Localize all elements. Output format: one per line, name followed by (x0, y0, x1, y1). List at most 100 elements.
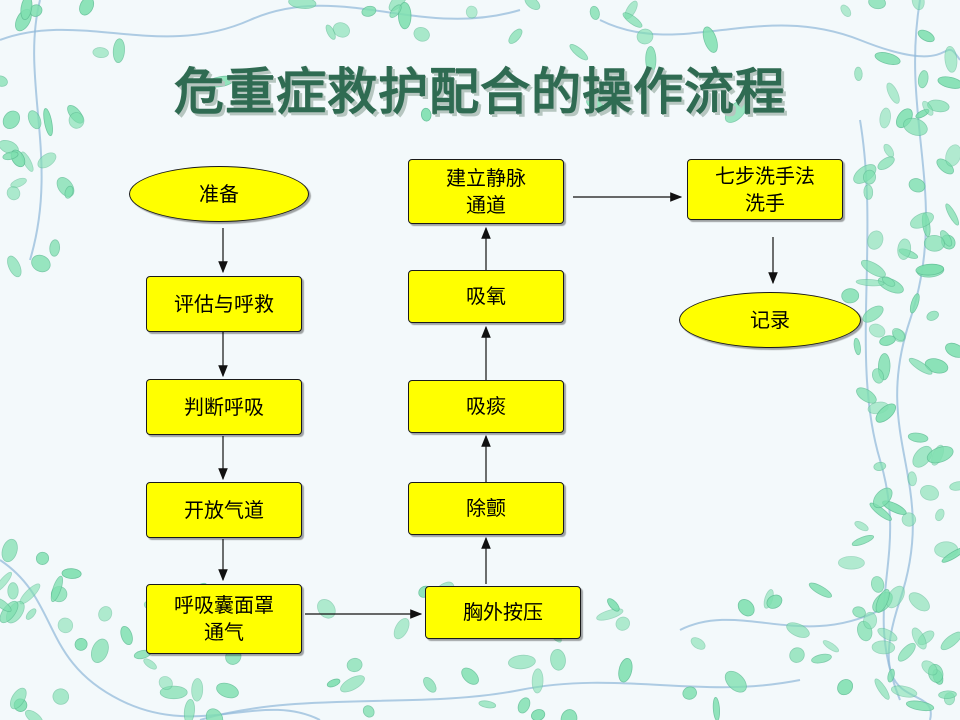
vine-stroke (859, 119, 901, 701)
vine-stroke (29, 0, 43, 261)
leaf-shape (855, 278, 885, 287)
leaf-shape (872, 487, 893, 509)
node-handwash-label-line2: 洗手 (745, 190, 785, 215)
leaf-shape (389, 4, 402, 18)
leaf-shape (64, 185, 74, 199)
leaf-shape (325, 24, 336, 40)
vine-stroke (0, 4, 521, 41)
node-judge-breathing: 判断呼吸 (146, 379, 302, 435)
leaf-shape (908, 178, 926, 193)
leaf-shape (853, 337, 861, 356)
node-iv-access-label-line1: 建立静脉 (446, 165, 526, 190)
leaf-shape (346, 657, 363, 673)
leaf-shape (852, 606, 866, 618)
vine-stroke (199, 679, 801, 720)
node-chest-compression-label: 胸外按压 (463, 600, 543, 624)
node-oxygen-label: 吸氧 (466, 284, 506, 308)
leaf-shape (615, 616, 630, 631)
leaf-shape (897, 642, 916, 662)
leaf-shape (362, 705, 375, 718)
leaf-shape (897, 238, 912, 260)
leaf-shape (143, 658, 157, 670)
leaf-shape (618, 658, 633, 683)
node-bag-mask-label-line2: 通气 (204, 620, 244, 644)
leaf-shape (49, 239, 61, 257)
vine-stroke (679, 609, 881, 631)
leaf-shape (79, 0, 95, 16)
leaf-shape (917, 29, 935, 43)
leaf-shape (68, 112, 85, 129)
node-bag-mask: 呼吸囊面罩 通气 (146, 584, 302, 654)
node-record-label: 记录 (750, 307, 790, 332)
leaf-shape (922, 100, 934, 116)
node-defibrillation: 除颤 (408, 482, 564, 535)
leaf-shape (862, 169, 877, 185)
leaf-shape (690, 637, 706, 650)
leaf-shape (926, 310, 939, 321)
leaf-shape (840, 4, 852, 17)
leaf-shape (915, 263, 945, 276)
leaf-shape (875, 589, 890, 613)
leaf-shape (589, 5, 600, 20)
leaf-shape (465, 5, 478, 19)
leaf-shape (886, 82, 900, 104)
leaf-shape (766, 594, 783, 609)
leaf-shape (870, 576, 885, 593)
leaf-shape (851, 534, 875, 547)
leaf-shape (911, 0, 925, 11)
leaf-shape (901, 512, 917, 527)
page-title: 危重症救护配合的操作流程 (174, 63, 786, 121)
leaf-shape (862, 305, 884, 323)
leaf-shape (622, 12, 643, 28)
leaf-shape (393, 618, 410, 640)
leaf-shape (935, 508, 945, 522)
leaf-shape (37, 152, 57, 169)
leaf-shape (31, 254, 51, 273)
leaf-shape (413, 27, 430, 42)
leaf-shape (216, 682, 239, 699)
leaf-shape (891, 327, 906, 342)
leaf-shape (586, 95, 603, 110)
leaf-shape (879, 107, 891, 129)
leaf-shape (52, 688, 70, 705)
leaf-shape (206, 75, 235, 88)
leaf-shape (867, 230, 884, 250)
node-assess-label: 评估与呼救 (174, 291, 274, 316)
leaf-shape (924, 358, 949, 374)
leaf-shape (860, 259, 886, 278)
leaf-shape (868, 0, 886, 10)
node-open-airway: 开放气道 (146, 482, 302, 538)
leaf-shape (908, 592, 930, 612)
leaf-shape (854, 521, 869, 532)
leaf-shape (854, 66, 863, 81)
leaf-shape (531, 668, 544, 694)
leaf-shape (872, 368, 884, 384)
node-bag-mask-label-line1: 呼吸囊面罩 (174, 593, 274, 617)
leaf-shape (838, 556, 865, 570)
node-judge-breathing-label: 判断呼吸 (184, 394, 264, 419)
leaf-shape (910, 212, 934, 229)
node-prepare-label: 准备 (199, 181, 239, 206)
leaf-shape (949, 481, 960, 491)
leaf-shape (911, 627, 927, 650)
leaf-shape (560, 709, 578, 720)
leaf-shape (340, 675, 365, 693)
leaf-shape (873, 461, 887, 471)
leaf-shape (2, 151, 19, 161)
leaf-shape (0, 597, 12, 613)
leaf-shape (724, 670, 747, 693)
leaf-shape (921, 660, 938, 676)
leaf-shape (724, 100, 748, 123)
leaf-shape (702, 26, 718, 53)
leaf-shape (288, 0, 317, 9)
leaf-shape (423, 676, 437, 693)
leaf-shape (461, 667, 479, 685)
leaf-shape (907, 471, 917, 487)
leaf-shape (569, 44, 589, 61)
node-assess: 评估与呼救 (146, 276, 302, 332)
leaf-shape (20, 0, 33, 21)
leaf-shape (808, 582, 832, 598)
leaf-shape (912, 445, 933, 468)
leaf-shape (945, 144, 960, 167)
leaf-shape (361, 5, 377, 17)
